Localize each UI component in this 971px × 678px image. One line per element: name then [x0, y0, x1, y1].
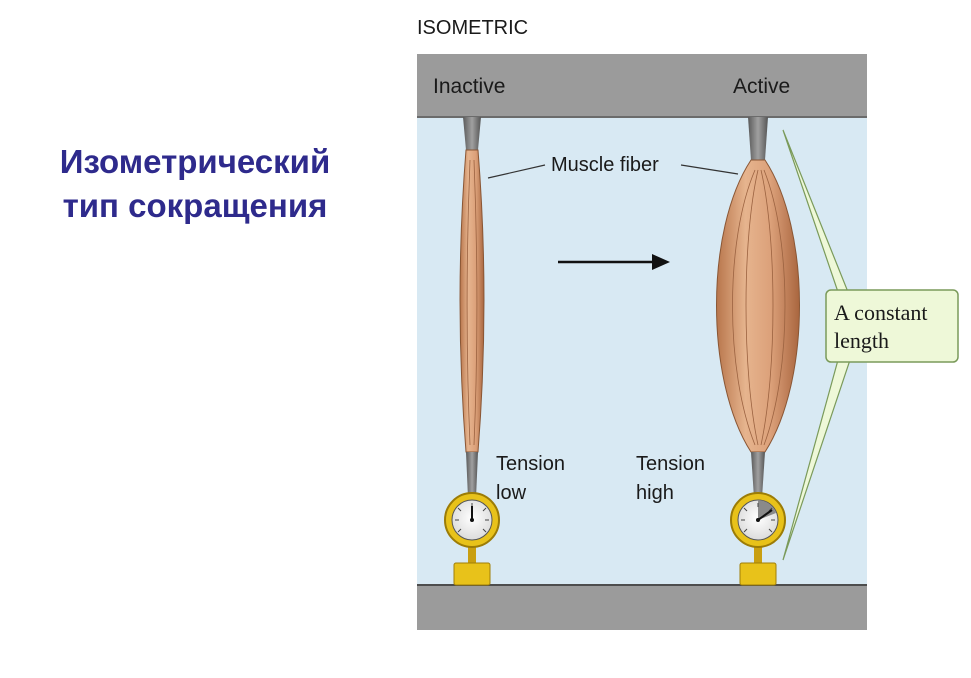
- active-muscle: [716, 117, 800, 498]
- muscle-fiber-leader-right: [680, 164, 739, 175]
- slide-title: Изометрический тип сокращения: [30, 140, 360, 228]
- tension-high-line-2: high: [636, 482, 674, 504]
- inactive-muscle: [459, 117, 485, 498]
- constant-length-callout: A constant length: [782, 129, 959, 561]
- tension-low-line-2: low: [496, 482, 527, 504]
- inactive-label: Inactive: [433, 75, 505, 98]
- active-label: Active: [733, 75, 790, 98]
- figure-heading: ISOMETRIC: [417, 17, 528, 39]
- tension-gauge-icon: [730, 492, 786, 586]
- title-line-1: Изометрический: [59, 143, 331, 180]
- callout-text: A constant length: [834, 300, 933, 353]
- callout-line-1: A constant: [834, 300, 928, 325]
- callout-line-2: length: [834, 328, 889, 353]
- muscle-fiber-label: Muscle fiber: [551, 154, 659, 176]
- tension-high-label: Tension high: [636, 453, 711, 504]
- tension-high-line-1: Tension: [636, 453, 705, 475]
- arrow-right-icon: [558, 254, 670, 270]
- callout-box: [825, 289, 959, 363]
- tension-low-line-1: Tension: [496, 453, 565, 475]
- tension-gauge-icon: [444, 492, 500, 586]
- top-bar: [417, 54, 867, 117]
- title-line-2: тип сокращения: [62, 187, 328, 224]
- muscle-fiber-leader-left: [487, 164, 546, 179]
- bottom-bar: [417, 585, 867, 630]
- tension-low-label: Tension low: [496, 453, 571, 504]
